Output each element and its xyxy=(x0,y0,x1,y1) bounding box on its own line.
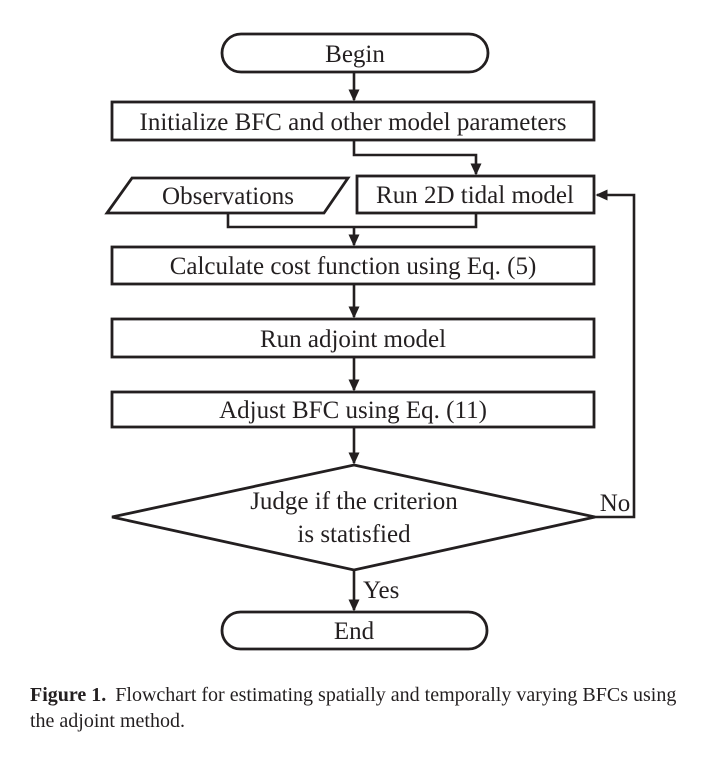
judge-decision-diamond xyxy=(111,463,596,572)
begin-label: Begin xyxy=(325,41,385,68)
run-adjoint-label: Run adjoint model xyxy=(260,326,446,353)
run-adjoint-process-box xyxy=(110,317,596,359)
observations-label: Observations xyxy=(162,183,294,210)
end-label: End xyxy=(334,618,375,645)
figure-caption-text: Flowchart for estimating spatially and t… xyxy=(30,684,677,732)
flowchart-svg: Begin Initialize BFC and other model par… xyxy=(104,32,636,651)
yes-label: Yes xyxy=(363,577,399,604)
judge-label-line1: Judge if the criterion xyxy=(250,488,458,515)
observations-io-parallelogram xyxy=(104,176,351,215)
adjust-label: Adjust BFC using Eq. (11) xyxy=(219,397,487,424)
run-tidal-label: Run 2D tidal model xyxy=(376,182,574,209)
judge-label-line2: is statisfied xyxy=(297,521,411,548)
edge-merge-observations-run-tidal xyxy=(226,213,478,229)
run-tidal-process-box xyxy=(355,174,596,215)
edge-no-return-loop xyxy=(595,189,636,519)
initialize-label: Initialize BFC and other model parameter… xyxy=(140,109,567,136)
no-label: No xyxy=(600,490,631,517)
end-terminator xyxy=(220,610,489,651)
figure-caption-label: Figure 1. xyxy=(30,684,107,706)
calculate-label: Calculate cost function using Eq. (5) xyxy=(170,253,537,280)
initialize-process-box xyxy=(110,100,596,142)
begin-terminator xyxy=(220,32,490,74)
edge-initialize-to-run-tidal xyxy=(352,140,482,176)
calculate-process-box xyxy=(110,245,596,286)
figure-caption: Figure 1.Flowchart for estimating spatia… xyxy=(30,682,698,734)
adjust-process-box xyxy=(110,390,596,429)
